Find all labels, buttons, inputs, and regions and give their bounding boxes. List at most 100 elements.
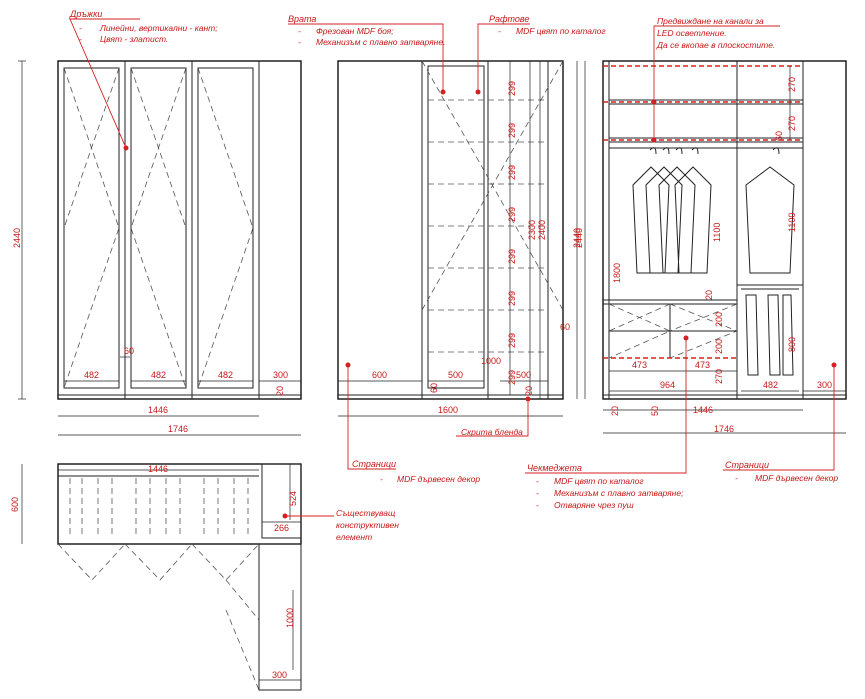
svg-text:-: -	[536, 476, 539, 486]
middle-view-dimensions: 1600 600 500 500 299 299 299 299 299 299…	[338, 61, 584, 417]
svg-text:-: -	[536, 500, 539, 510]
dim-shelf-8: 299	[507, 370, 517, 385]
dim-side: 300	[273, 370, 288, 380]
dim-middle-500: 500	[448, 370, 463, 380]
interior-view	[602, 60, 847, 400]
dim-width-doors: 1446	[148, 405, 168, 415]
dim-2300: 2300	[527, 220, 537, 240]
dim-middle-500b: 500	[516, 370, 531, 380]
dim-1000: 1000	[481, 356, 501, 366]
dim-shelf-2: 299	[507, 123, 517, 138]
dim-interior-482: 482	[763, 380, 778, 390]
dim-shelf-3: 299	[507, 165, 517, 180]
dim-door-1: 482	[84, 370, 99, 380]
existing-line-2: конструктивен	[336, 520, 399, 530]
dim-800: 800	[787, 337, 797, 352]
dim-2400: 2400	[537, 220, 547, 240]
dim-gap: 60	[124, 346, 134, 356]
dim-interior-1446: 1446	[693, 405, 713, 415]
dim-interior-300: 300	[817, 380, 832, 390]
plan-view-dimensions: 1446 600 524 266 1000 300	[10, 464, 301, 681]
plan-view	[57, 463, 302, 691]
dim-plan-266: 266	[274, 523, 289, 533]
svg-text:-: -	[298, 37, 301, 47]
dim-shelf-1: 299	[507, 81, 517, 96]
handles-title: Дръжки	[69, 9, 102, 19]
shelves-title: Рафтове	[489, 14, 529, 24]
dim-middle-width: 1600	[438, 405, 458, 415]
sides-left-line-1: MDF дървесен декор	[397, 474, 480, 484]
front-view-closed	[57, 60, 302, 400]
shelves-annotation: Рафтове - MDF цвят по каталог	[475, 14, 606, 95]
dim-200-a: 200	[714, 312, 724, 327]
interior-view-dimensions: 2440 1446 1746 473 473 964 482 300 270 2…	[572, 61, 846, 434]
channels-line-2: LED осветление.	[657, 28, 727, 38]
sides-right-title: Страници	[725, 460, 769, 470]
dim-270-a: 270	[787, 77, 797, 92]
dim-plan-1446: 1446	[148, 464, 168, 474]
drawers-title: Чекмеджета	[527, 463, 582, 473]
dim-height: 2440	[12, 228, 22, 248]
dim-middle-600: 600	[372, 370, 387, 380]
handles-line-2: Цвят - златист.	[100, 34, 168, 44]
dim-bottom-20: 20	[610, 406, 620, 416]
dim-door-3: 482	[218, 370, 233, 380]
channels-line-1: Предвиждане на канали за	[657, 16, 764, 26]
dim-plan-1000: 1000	[285, 608, 295, 628]
dim-interior-270: 270	[714, 369, 724, 384]
dim-1100-a: 1100	[712, 223, 722, 242]
svg-text:-: -	[498, 26, 501, 36]
dim-200-b: 200	[714, 339, 724, 354]
svg-text:-: -	[735, 473, 738, 483]
handles-line-1: Линейни, вертикални - кант;	[99, 23, 218, 33]
dim-interior-1746: 1746	[714, 424, 734, 434]
dim-shelf-5: 299	[507, 249, 517, 264]
dim-drawer-1: 473	[632, 360, 647, 370]
svg-text:-: -	[536, 488, 539, 498]
svg-text:-: -	[298, 26, 301, 36]
handles-annotation: Дръжки - Линейни, вертикални - кант; - Ц…	[69, 9, 218, 151]
shelves-line-1: MDF цвят по каталог	[516, 26, 606, 36]
doors-line-1: Фрезован MDF боя;	[316, 26, 394, 36]
sides-left-annotation: Страници - MDF дървесен декор	[345, 362, 480, 484]
dim-drawer-2: 473	[695, 360, 710, 370]
front-view-dimensions: 2440 1446 1746 482 482 482 300 20 60	[12, 60, 301, 436]
dim-interior-60: 60	[774, 131, 784, 141]
channels-annotation: Предвиждане на канали за LED осветление.…	[651, 16, 780, 143]
dim-plinth: 20	[275, 386, 285, 396]
doors-line-2: Механизъм с плавно затваряне.	[316, 37, 445, 47]
hidden-panel-annotation: Скрита бленда	[456, 396, 531, 437]
svg-text:-: -	[79, 23, 82, 33]
svg-text:-: -	[79, 34, 82, 44]
dim-1100-b: 1100	[787, 213, 797, 232]
dim-middle-20: 20	[524, 386, 534, 396]
existing-line-3: елемент	[336, 532, 372, 542]
channels-line-3: Да се вкопае в плоскостите.	[656, 40, 775, 50]
dim-shelf-6: 299	[507, 291, 517, 306]
dim-interior-height: 2440	[572, 228, 582, 248]
drawers-line-2: Механизъм с плавно затваряне;	[554, 488, 684, 498]
dim-shelf-4: 299	[507, 207, 517, 222]
doors-annotation: Врата - Фрезован MDF боя; - Механизъм с …	[288, 14, 446, 95]
dim-plan-524: 524	[288, 491, 298, 506]
drawers-line-1: MDF цвят по каталог	[554, 476, 644, 486]
hidden-panel-label: Скрита бленда	[461, 427, 523, 437]
coats-illustration	[632, 147, 795, 376]
dim-1800: 1800	[612, 263, 622, 283]
dim-interior-20: 20	[704, 290, 714, 300]
sides-right-annotation: Страници - MDF дървесен декор	[723, 362, 838, 483]
dim-plan-300: 300	[272, 670, 287, 680]
dim-shelf-7: 299	[507, 333, 517, 348]
dim-middle-height: 2440	[574, 228, 584, 248]
dim-door-2: 482	[151, 370, 166, 380]
drawers-annotation: Чекмеджета - MDF цвят по каталог - Механ…	[525, 335, 689, 510]
drawers-line-3: Отваряне чрез пуш	[554, 500, 634, 510]
sides-right-line-1: MDF дървесен декор	[755, 473, 838, 483]
sides-left-title: Страници	[352, 459, 396, 469]
dim-964: 964	[660, 380, 675, 390]
dim-bottom-50: 50	[650, 406, 660, 416]
doors-title: Врата	[288, 14, 316, 24]
existing-line-1: Съществуващ	[336, 508, 395, 518]
dim-total-width: 1746	[168, 424, 188, 434]
